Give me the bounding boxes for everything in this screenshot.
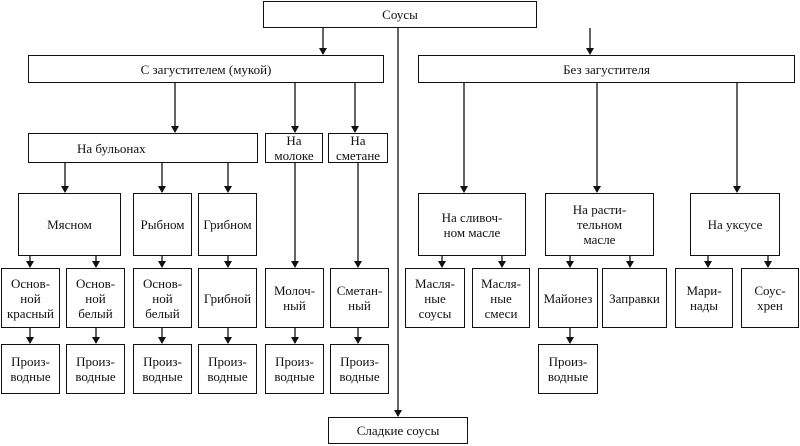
node-mushroom-sauce: Грибной bbox=[198, 268, 257, 328]
node-butter-mixes: Масля- ные смеси bbox=[472, 268, 530, 328]
node-derivatives-2: Произ- водные bbox=[66, 344, 125, 394]
node-sauce-horseradish: Соус- хрен bbox=[741, 268, 799, 328]
node-dressings: Заправки bbox=[602, 268, 667, 328]
node-derivatives-7: Произ- водные bbox=[538, 344, 598, 394]
node-base-red: Основ- ной красный bbox=[1, 268, 60, 328]
node-derivatives-5: Произ- водные bbox=[265, 344, 324, 394]
node-marinades: Мари- нады bbox=[675, 268, 733, 328]
node-on-vinegar: На уксусе bbox=[690, 193, 780, 256]
node-root: Соусы bbox=[263, 1, 537, 28]
node-on-butter: На сливоч- ном масле bbox=[418, 193, 526, 256]
node-milk-sauce: Молоч- ный bbox=[265, 268, 324, 328]
node-base-white-fish: Основ- ной белый bbox=[133, 268, 192, 328]
node-meat: Мясном bbox=[18, 193, 121, 256]
node-with-thickener: С загустителем (мукой) bbox=[28, 55, 384, 83]
node-on-sour-cream: На сметане bbox=[328, 133, 388, 163]
node-fish: Рыбном bbox=[133, 193, 192, 256]
node-derivatives-4: Произ- водные bbox=[198, 344, 257, 394]
node-mayonnaise: Майонез bbox=[538, 268, 598, 328]
node-base-white-meat: Основ- ной белый bbox=[66, 268, 125, 328]
node-derivatives-3: Произ- водные bbox=[133, 344, 192, 394]
node-without-thickener: Без загустителя bbox=[418, 55, 795, 83]
node-mushroom: Грибном bbox=[198, 193, 257, 256]
node-derivatives-1: Произ- водные bbox=[1, 344, 60, 394]
node-on-milk: На молоке bbox=[265, 133, 323, 163]
node-on-broths: На бульонах bbox=[28, 133, 258, 163]
node-derivatives-6: Произ- водные bbox=[330, 344, 389, 394]
node-sweet-sauces: Сладкие соусы bbox=[328, 417, 468, 444]
node-on-vegetable-oil: На расти- тельном масле bbox=[545, 193, 654, 256]
node-sour-cream-sauce: Сметан- ный bbox=[330, 268, 389, 328]
node-butter-sauces: Масля- ные соусы bbox=[405, 268, 465, 328]
